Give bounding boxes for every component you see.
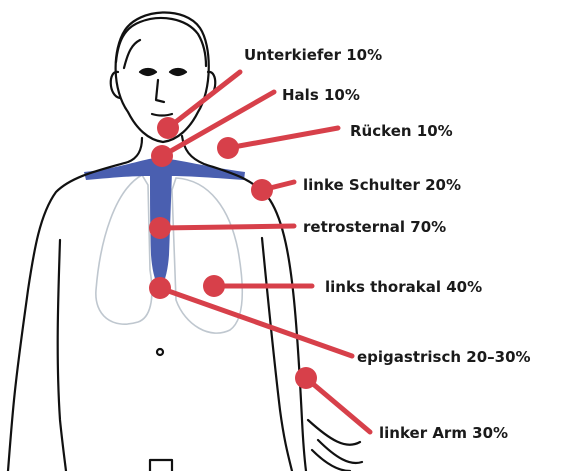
region-schulter: linke Schulter 20% [251,176,461,201]
region-thorakal: links thorakal 40% [203,275,482,297]
label-schulter: linke Schulter 20% [303,176,461,194]
leader-epigastrisch [160,288,352,356]
dot-hals [151,145,173,167]
dot-unterkiefer [157,117,179,139]
label-unterkiefer: Unterkiefer 10% [244,46,382,64]
right-arm-inner [58,240,66,471]
right-eye [140,69,156,75]
region-ruecken: Rücken 10% [217,122,453,159]
body-outline [8,12,362,471]
label-thorakal: links thorakal 40% [325,278,482,296]
label-retrosternal: retrosternal 70% [303,218,446,236]
label-arm: linker Arm 30% [379,424,508,442]
left-eye [170,69,186,75]
neck-and-torso [8,138,142,471]
navel [157,349,163,355]
leader-retrosternal [160,226,294,228]
left-arm-inner [262,238,292,471]
mouth [152,114,172,116]
dot-thorakal [203,275,225,297]
left-hand [308,420,362,471]
left-lung [172,178,242,333]
right-lung [96,175,152,324]
region-retrosternal: retrosternal 70% [149,217,446,239]
region-hals: Hals 10% [151,86,360,167]
dot-arm [295,367,317,389]
label-hals: Hals 10% [282,86,360,104]
belt-marks [150,460,172,471]
leader-arm [306,378,370,432]
dot-epigastrisch [149,277,171,299]
dot-schulter [251,179,273,201]
dot-retrosternal [149,217,171,239]
region-arm: linker Arm 30% [295,367,508,442]
dot-ruecken [217,137,239,159]
leader-ruecken [228,128,338,148]
label-epigastrisch: epigastrisch 20–30% [357,348,531,366]
label-ruecken: Rücken 10% [350,122,453,140]
pain-regions: Unterkiefer 10% Hals 10% Rücken 10% link… [149,46,531,442]
nose [156,80,164,102]
